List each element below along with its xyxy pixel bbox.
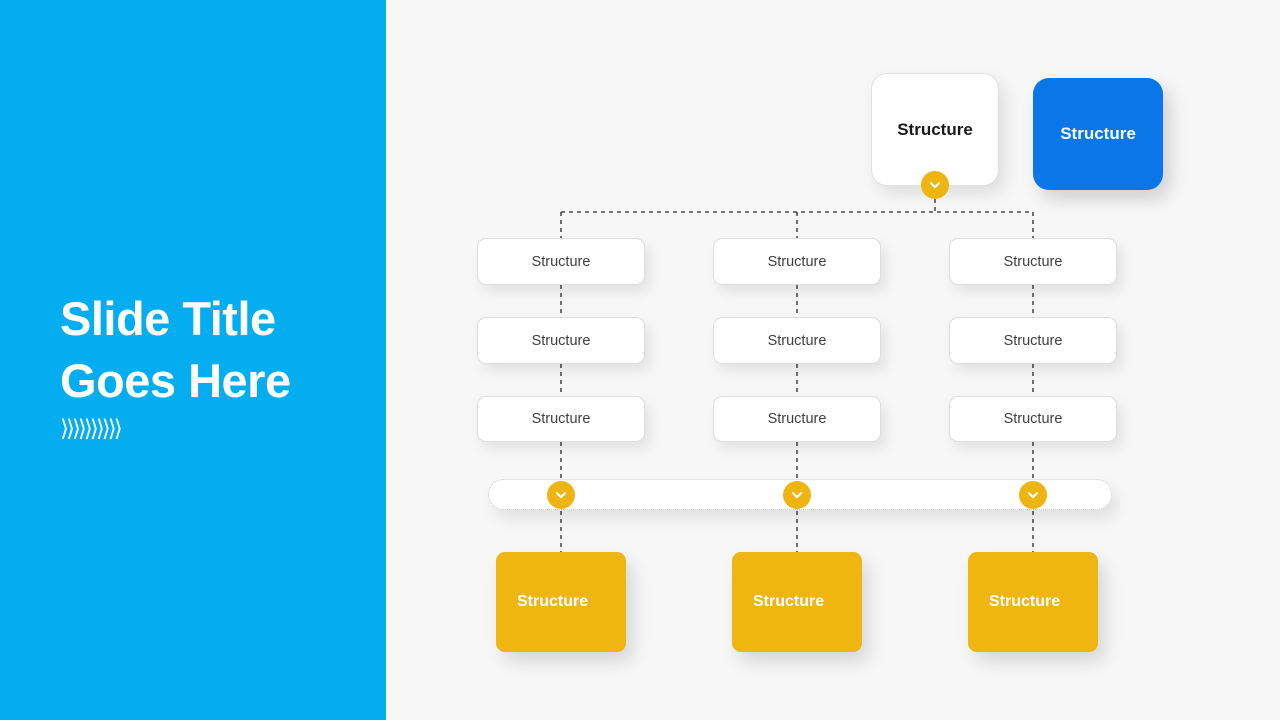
node-label: Structure <box>1060 124 1136 143</box>
node-outcome-1[interactable]: Structure <box>496 552 626 652</box>
node-c1-r1[interactable]: Structure <box>477 238 645 285</box>
node-label: Structure <box>1003 411 1063 427</box>
node-label: Structure <box>989 593 1061 610</box>
node-c3-r3[interactable]: Structure <box>949 396 1117 442</box>
slide-title-line-1: Slide Title <box>60 292 276 345</box>
node-label: Structure <box>767 253 827 270</box>
node-outcome-2[interactable]: Structure <box>732 552 862 652</box>
node-label: Structure <box>1003 332 1063 349</box>
node-c2-r1[interactable]: Structure <box>713 238 881 285</box>
slide-title-line-2: Goes Here <box>60 354 291 407</box>
node-label: Structure <box>767 332 827 349</box>
node-top-white[interactable]: Structure <box>871 73 999 186</box>
node-label: Structure <box>1003 253 1063 270</box>
node-label: Structure <box>531 411 591 427</box>
node-c3-r2[interactable]: Structure <box>949 317 1117 364</box>
node-label: Structure <box>897 119 973 139</box>
chevron-down-icon-pill-1[interactable] <box>547 481 575 509</box>
sidebar-panel: Slide Title Goes Here ⟩⟩⟩⟩⟩⟩⟩⟩⟩⟩ <box>0 0 386 720</box>
node-label: Structure <box>517 593 589 610</box>
chevron-down-icon-pill-2[interactable] <box>783 481 811 509</box>
node-outcome-3[interactable]: Structure <box>968 552 1098 652</box>
chevron-down-icon-pill-3[interactable] <box>1019 481 1047 509</box>
node-label: Structure <box>767 411 827 427</box>
node-c2-r2[interactable]: Structure <box>713 317 881 364</box>
diagram-area: Structure Structure Structure Structure … <box>386 0 1280 720</box>
node-c1-r3[interactable]: Structure <box>477 396 645 442</box>
node-c1-r2[interactable]: Structure <box>477 317 645 364</box>
node-c3-r1[interactable]: Structure <box>949 238 1117 285</box>
node-top-blue[interactable]: Structure <box>1033 78 1163 190</box>
chevron-down-icon-top[interactable] <box>921 171 949 199</box>
node-c2-r3[interactable]: Structure <box>713 396 881 442</box>
node-label: Structure <box>531 332 591 349</box>
node-label: Structure <box>753 593 825 610</box>
node-label: Structure <box>531 253 591 270</box>
page-title: Slide Title Goes Here ⟩⟩⟩⟩⟩⟩⟩⟩⟩⟩ <box>60 288 370 442</box>
chevron-decoration: ⟩⟩⟩⟩⟩⟩⟩⟩⟩⟩ <box>60 416 123 442</box>
